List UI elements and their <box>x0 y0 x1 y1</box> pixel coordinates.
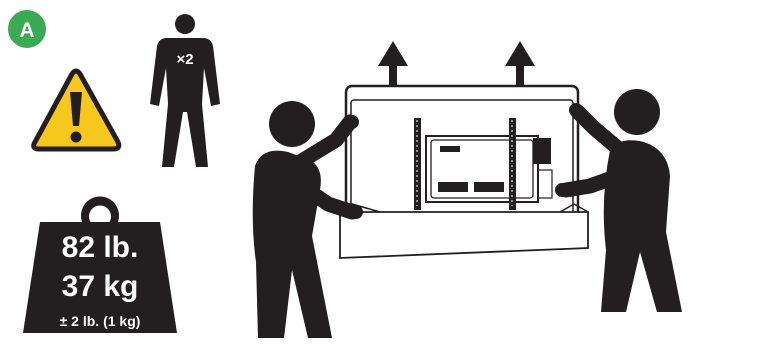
warning-icon <box>31 68 122 152</box>
weight-tolerance: ± 2 lb. (1 kg) <box>60 313 141 329</box>
lift-up-arrow-icon <box>378 41 408 108</box>
step-badge: A <box>8 10 46 48</box>
weight-handle <box>80 196 120 224</box>
mount-rail-left <box>414 118 421 210</box>
step-badge-circle <box>8 10 46 48</box>
weight-pounds: 82 lb. <box>62 231 139 264</box>
mount-rail-right <box>509 118 516 210</box>
weight-body <box>23 222 177 333</box>
packing-box <box>339 203 589 259</box>
weight-icon: 82 lb. 37 kg ± 2 lb. (1 kg) <box>23 196 177 333</box>
left-person-silhouette <box>252 101 363 338</box>
exclamation-mark-icon <box>70 92 82 126</box>
tv-back-panel <box>344 84 580 220</box>
two-person-lift-icon: ×2 <box>150 14 220 167</box>
step-label: A <box>19 19 34 42</box>
weight-kilograms: 37 kg <box>62 270 139 303</box>
right-person-silhouette <box>555 89 682 312</box>
lift-up-arrow-icon <box>505 41 535 108</box>
people-count-label: ×2 <box>176 51 193 68</box>
